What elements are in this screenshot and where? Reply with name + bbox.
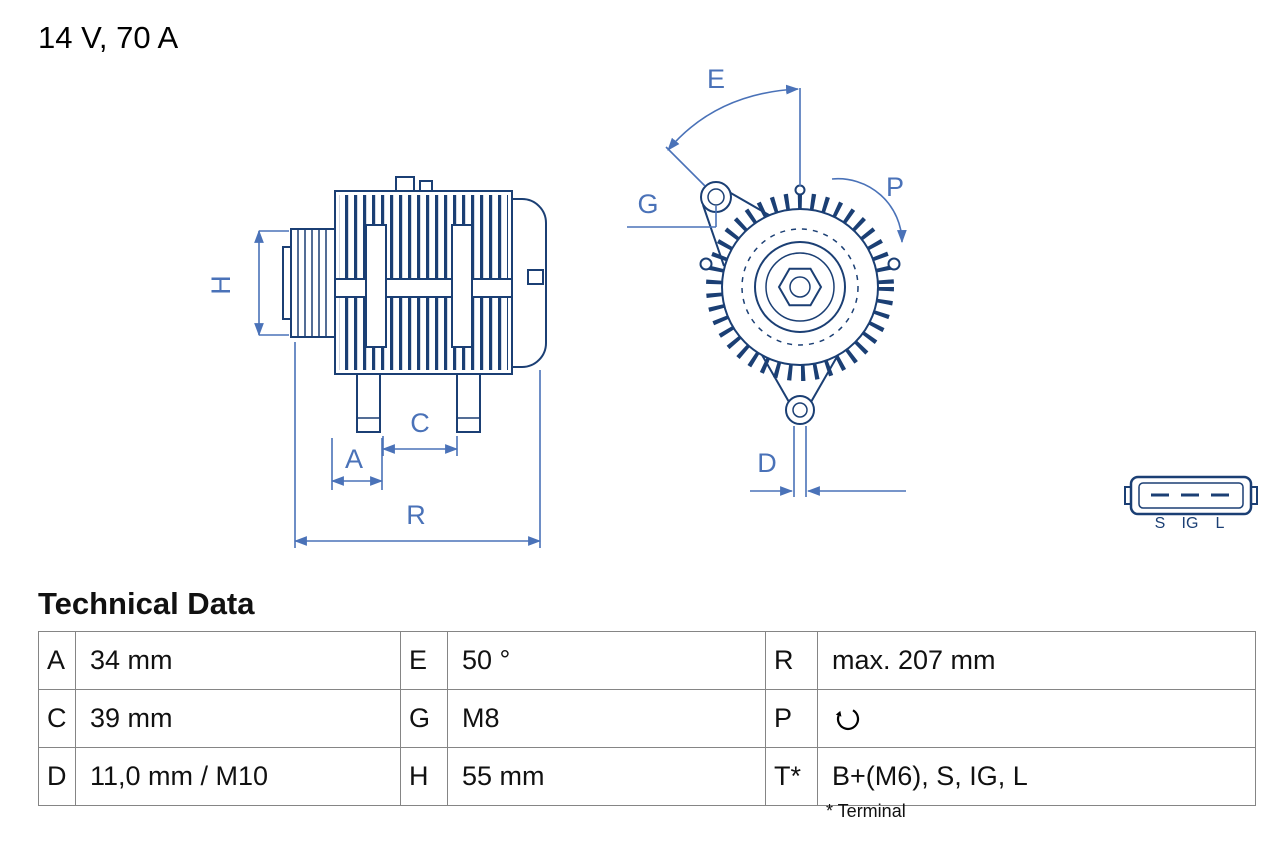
- dimension-label-a: A: [345, 444, 363, 474]
- dimension-label-e: E: [707, 64, 725, 94]
- spec-key: C: [38, 689, 76, 748]
- spec-key: H: [400, 747, 448, 806]
- alternator-front-view: [699, 181, 901, 425]
- spec-value: 34 mm: [75, 631, 401, 690]
- spec-value-rotation: [817, 689, 1256, 748]
- spec-value: 50 °: [447, 631, 766, 690]
- technical-drawing: H A C R: [206, 64, 1258, 548]
- spec-key: T*: [765, 747, 818, 806]
- spec-key: D: [38, 747, 76, 806]
- dimension-label-r: R: [406, 500, 426, 530]
- connector-pin-label-s: S: [1155, 515, 1166, 532]
- spec-value: max. 207 mm: [817, 631, 1256, 690]
- alternator-side-view: [282, 176, 547, 433]
- front-view-dimensions: E G P D: [627, 64, 907, 497]
- dimension-label-c: C: [410, 408, 430, 438]
- product-rating: 14 V, 70 A: [38, 20, 179, 55]
- spec-value: B+(M6), S, IG, L: [817, 747, 1256, 806]
- dimension-label-p: P: [886, 172, 904, 202]
- table-row: A 34 mm E 50 ° R max. 207 mm: [38, 631, 1256, 690]
- spec-key: P: [765, 689, 818, 748]
- side-view-dimensions: H A C R: [206, 229, 542, 548]
- connector-pin-label-ig: IG: [1182, 515, 1199, 532]
- connector-pin-label-l: L: [1216, 515, 1225, 532]
- spec-key: E: [400, 631, 448, 690]
- spec-key: G: [400, 689, 448, 748]
- spec-value: 11,0 mm / M10: [75, 747, 401, 806]
- spec-value: 39 mm: [75, 689, 401, 748]
- rotation-cw-icon: [835, 709, 860, 730]
- spec-key: A: [38, 631, 76, 690]
- technical-data-table: A 34 mm E 50 ° R max. 207 mm C 39 mm G M…: [38, 631, 1256, 806]
- connector-diagram: S IG L: [1124, 475, 1258, 532]
- dimension-label-g: G: [637, 189, 658, 219]
- table-row: D 11,0 mm / M10 H 55 mm T* B+(M6), S, IG…: [38, 747, 1256, 806]
- spec-value: 55 mm: [447, 747, 766, 806]
- table-row: C 39 mm G M8 P: [38, 689, 1256, 748]
- technical-data-heading: Technical Data: [38, 586, 255, 621]
- dimension-label-d: D: [757, 448, 777, 478]
- spec-value: M8: [447, 689, 766, 748]
- terminal-footnote: * Terminal: [826, 801, 906, 821]
- spec-key: R: [765, 631, 818, 690]
- dimension-label-h: H: [206, 275, 236, 295]
